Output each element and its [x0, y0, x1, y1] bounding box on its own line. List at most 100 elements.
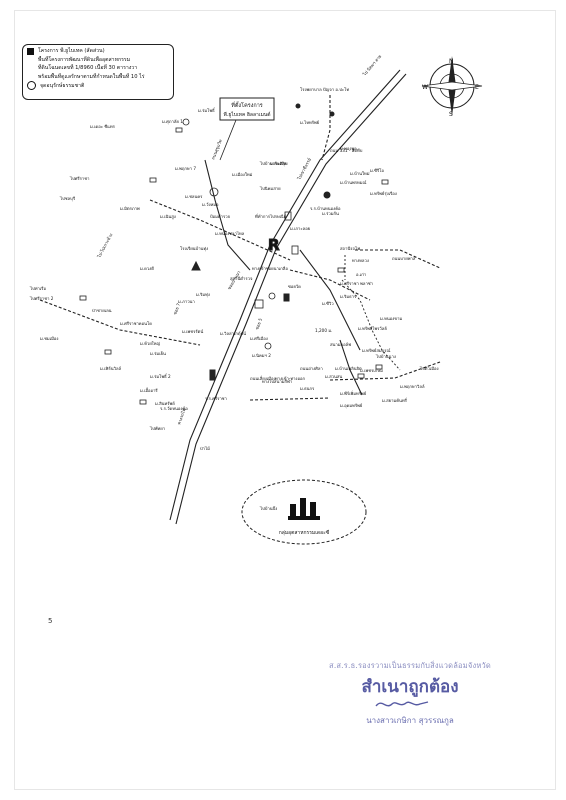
map-place-label: ม.บ้านใหม่: [350, 170, 370, 176]
map-place-label: ม.นิคมฯ 2: [252, 353, 271, 358]
industrial-area: กลุ่มอุตสาหกรรมเดอะซี: [241, 479, 367, 545]
map-place-label: ม.พฤกษาวิลล์: [400, 384, 425, 389]
circle-marker-icon: [268, 292, 276, 300]
legend-text: จุดอนุรักษ์ธรรมชาติ: [40, 82, 85, 89]
east-road: [299, 249, 361, 351]
map-place-label: ไปศรีราชา 2: [29, 295, 54, 301]
map-place-label: ม.เพชรรัตน์: [182, 329, 203, 334]
map-place-label: ม.พีร์เพิ่มทรัพย์: [340, 390, 367, 396]
map-place-label: ทางรถไฟ: [175, 407, 186, 425]
map-place-label: ไปท่าเรือ: [29, 285, 47, 291]
map-place-label: ม.บ้านเพลินจิต: [335, 366, 362, 371]
car-icon: [337, 267, 345, 273]
certification-stamp: ส.ส.ร.ธ.รองรวามเป็นธรรมกับสิ่งแวดล้อมจัง…: [300, 660, 520, 735]
map-place-label: ม.ริมทุ่ง: [196, 292, 210, 298]
map-place-label: ม.ภาวนา: [178, 299, 195, 304]
map-place-label: โรงพยาบาล ปัญจา อ.ปะโท: [300, 87, 349, 92]
map-place-label: ทางเข้า-ทางออก: [275, 376, 305, 381]
route-to-site: [341, 255, 401, 371]
map-place-label: ไปชลบุรี: [59, 195, 76, 202]
car-icon: [381, 179, 389, 185]
map-place-label: ไปบ้านฉาง: [375, 353, 396, 359]
map-place-label: ม.ทองพูล: [340, 146, 357, 152]
factory-icon: [288, 516, 320, 520]
map-place-label: ม.ศรีราชา พลาซ่า: [340, 281, 373, 286]
map-place-label: ม.ศรีเมือง: [250, 336, 268, 341]
legend-row: โครงการ พี.ยูไบเทค (สัดส่วน): [27, 47, 169, 56]
dot-marker-icon: [295, 103, 301, 109]
map-place-label: ม.วังหมอ: [202, 202, 219, 207]
map-place-label: ป่าไม้: [200, 445, 210, 451]
map-place-label: ถนนบายพาส: [392, 256, 416, 261]
legend-text: ที่ดินโฉนดเลขที่ 1/8960 เนื้อที่ 30 ตารา…: [38, 65, 138, 72]
car-icon: [139, 399, 147, 405]
car-icon: [375, 364, 383, 370]
chimney-icon: [300, 498, 306, 518]
south-road: [339, 339, 363, 396]
map-place-label: ม.อุดมทรัพย์: [340, 403, 363, 409]
map-place-label: ม.ไหทรัพย์: [300, 119, 320, 125]
map-place-label: ทางไปสนามกีฬา: [262, 378, 292, 384]
map-place-label: ม.ร่มเย็น: [150, 350, 166, 356]
circle-marker-icon: [264, 342, 272, 350]
legend-row: ที่ดินโฉนดเลขที่ 1/8960 เนื้อที่ 30 ตารา…: [27, 64, 169, 73]
hospital-icon: [254, 299, 264, 309]
map-place-label: ซอยวัด: [288, 284, 301, 289]
page-marker: 5: [48, 617, 53, 625]
map-place-label: 1,200 ม.: [315, 328, 332, 333]
legend-row: พร้อมพื้นที่ดูแลรักษาตามที่กำหนดในพื้นที…: [27, 73, 169, 82]
village-road-2: [149, 199, 291, 261]
car-icon: [104, 349, 112, 355]
legend-text: พื้นที่โครงการพัฒนาที่ดินเพื่ออุตสาหกรรม: [38, 56, 131, 63]
map-place-label: ม.เมืองใหม่: [232, 171, 253, 177]
map-place-label: ม.ร่วมกัน: [322, 211, 339, 216]
map-place-label: ถนนอ่างศิลา: [300, 366, 323, 371]
compass-west: W: [422, 84, 428, 91]
map-place-label: ม.ศุภาลัย 1: [162, 119, 183, 125]
map-place-label: ม.สันติสุข: [270, 161, 288, 167]
school-icon: [291, 245, 299, 255]
building-icon: [283, 293, 290, 302]
map-place-label: ไปตัวเมือง: [419, 365, 439, 371]
map-place-label: ม.ชลนคร: [185, 194, 203, 199]
legend-row: จุดอนุรักษ์ธรรมชาติ: [27, 81, 169, 91]
map-place-label: ม.เนินสูง: [160, 214, 176, 220]
diagonal-road: [204, 159, 251, 271]
landmark-icons: R: [79, 103, 389, 405]
village-road-6: [249, 397, 331, 401]
map-place-label: ร.ร.ศรีราชา: [205, 396, 227, 401]
chimney-icon: [290, 504, 296, 518]
main-highway-edge: [175, 73, 407, 525]
car-icon: [357, 373, 365, 379]
site-box-line-1: ที่ตั้งโครงการ: [231, 101, 263, 109]
dot-marker-icon: [329, 111, 335, 117]
map-place-label: ไปศรีราชา: [69, 175, 89, 181]
black-square-icon: [27, 47, 34, 55]
map-place-label: ม.ทรัพย์ไพรวัลย์: [358, 325, 387, 331]
circle-marker-icon: [209, 187, 219, 197]
map-place-label: ไปบ้านกระเดือ: [259, 160, 287, 166]
map-place-label: ม.ร่มโพธิ์ 2: [150, 373, 171, 379]
map-place-label: ม.ธนกร: [300, 386, 315, 391]
stamp-name: นางสาวเกษิกา สุวรรณกูล: [366, 716, 454, 725]
temple-spire-icon: [191, 260, 201, 271]
compass-rose: N S E W: [421, 56, 483, 118]
legend-text: โครงการ พี.ยูไบเทค (สัดส่วน): [38, 48, 105, 54]
map-place-label: สถานีรถไฟ: [340, 245, 360, 251]
chimney-icon: [310, 502, 316, 518]
circle-marker-icon: [182, 118, 190, 126]
map-place-label: ร.ร.วัดหนองค้อ: [160, 406, 188, 411]
site-box-line-2: พี.ยูไบเทค ฮิลลาเมนต์: [223, 111, 270, 118]
map-place-label: ม.ซีรีโอ: [370, 168, 384, 173]
map-place-label: ม.สินทรัพย์: [155, 401, 175, 406]
map-place-label: ม.ทรัพย์รุ่งเรือง: [370, 191, 397, 197]
map-place-label: ไปพัทยา: [149, 425, 165, 431]
map-place-label: ม.พฤกษา 7: [175, 166, 196, 171]
map-place-label: ม.หนองปลาไหล: [215, 230, 245, 236]
stamp-header: ส.ส.ร.ธ.รองรวามเป็นธรรมกับสิ่งแวดล้อมจัง…: [329, 661, 491, 670]
map-place-label: สถานีตำรวจ: [230, 276, 253, 281]
legend-text: พร้อมพื้นที่ดูแลรักษาตามที่กำหนดในพื้นที…: [38, 73, 145, 80]
map-place-label: ม.เดอะ ซีแทร: [90, 124, 116, 129]
